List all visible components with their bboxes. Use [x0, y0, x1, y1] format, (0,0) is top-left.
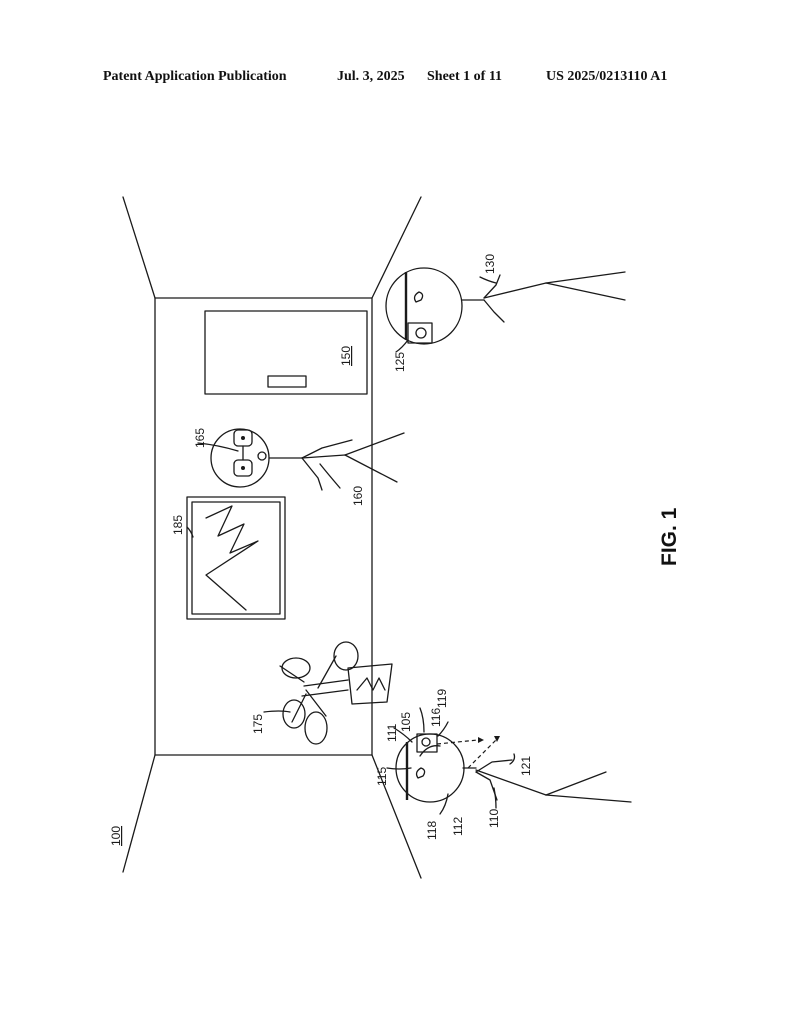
plant-pot — [347, 663, 393, 705]
plant-branches — [279, 655, 337, 723]
room-walls — [122, 196, 422, 879]
user-front-arm-2 — [475, 759, 513, 773]
pot-zigzag — [356, 677, 386, 691]
user-back-head — [385, 267, 463, 345]
label-150: 150 — [339, 346, 353, 366]
user-front-ear — [415, 767, 426, 779]
ceiling-edge-bottom — [122, 754, 156, 873]
leader-110 — [493, 787, 497, 809]
leader-115 — [386, 767, 412, 770]
user-front-sensor — [421, 737, 431, 747]
back-wall — [154, 297, 373, 756]
wall-picture — [186, 496, 286, 620]
ray-121 — [467, 739, 497, 769]
leader-125 — [395, 339, 409, 353]
plant-leaf-4 — [304, 711, 328, 745]
user-back — [385, 267, 626, 345]
user-back-ear — [413, 291, 424, 303]
device-125-lens — [415, 327, 427, 339]
user-back-torso — [483, 282, 547, 299]
header-publication: Patent Application Publication — [103, 69, 287, 84]
header-number: US 2025/0213110 A1 — [546, 69, 668, 84]
person-leg-1 — [344, 432, 405, 456]
header-sheet: Sheet 1 of 11 — [427, 69, 503, 84]
user-front-leg-1 — [545, 771, 607, 796]
leader-lines — [186, 276, 516, 815]
plant-leaf-3 — [282, 699, 306, 729]
leader-118 — [419, 745, 441, 757]
label-100: 100 — [109, 826, 123, 846]
device-125 — [407, 322, 433, 344]
user-front-eyewear — [416, 733, 438, 753]
picture-frame-inner — [191, 501, 281, 615]
door-handle — [267, 375, 307, 388]
door-panel — [204, 310, 368, 395]
eye-1 — [241, 436, 245, 440]
ceiling-edge-left — [122, 196, 156, 299]
ray-119-arrow — [478, 737, 484, 743]
plant-leaf-1 — [281, 657, 311, 679]
reference-labels: 100 150 165 160 185 175 115 111 105 116 … — [109, 254, 681, 846]
person-head — [210, 428, 270, 488]
leader-111 — [393, 727, 413, 743]
header-date: Jul. 3, 2025 — [337, 69, 405, 84]
leader-121 — [509, 753, 516, 765]
label-105: 105 — [399, 712, 413, 732]
label-130: 130 — [483, 254, 497, 274]
door — [204, 310, 368, 395]
leader-185 — [186, 526, 194, 538]
person — [210, 428, 405, 491]
plant — [279, 641, 393, 745]
picture-frame-outer — [186, 496, 286, 620]
floor-edge-top — [371, 196, 422, 299]
label-116: 116 — [429, 708, 443, 727]
label-160: 160 — [351, 486, 365, 506]
label-111: 111 — [385, 723, 399, 742]
user-front — [395, 733, 632, 803]
label-185: 185 — [171, 515, 185, 535]
label-119: 119 — [435, 689, 449, 708]
user-back-leg-2 — [545, 282, 626, 301]
user-front-torso — [475, 769, 547, 796]
user-back-leg-1 — [545, 271, 626, 284]
label-118: 118 — [425, 821, 439, 840]
person-arm-2 — [301, 457, 323, 491]
label-112: 112 — [451, 817, 465, 836]
eye-2 — [241, 466, 245, 470]
picture-mountains — [205, 505, 259, 611]
label-115: 115 — [375, 767, 389, 786]
person-torso — [301, 454, 346, 459]
label-175: 175 — [251, 714, 265, 734]
leader-175 — [263, 710, 291, 713]
plant-leaf-2 — [333, 641, 359, 671]
person-arm-1 — [301, 439, 353, 459]
figure-caption: FIG. 1 — [658, 507, 681, 566]
leader-112 — [439, 793, 449, 815]
user-back-arm-1 — [483, 274, 501, 299]
label-125: 125 — [393, 352, 407, 372]
label-165: 165 — [193, 428, 207, 448]
leader-105 — [419, 707, 425, 733]
person-mouth — [257, 451, 267, 461]
floor-edge-bottom — [371, 754, 422, 879]
leader-165 — [197, 442, 239, 452]
person-leg-2 — [344, 454, 398, 483]
user-front-leg-2 — [545, 794, 632, 803]
leader-130 — [479, 276, 497, 284]
label-121: 121 — [519, 756, 533, 776]
label-110: 110 — [487, 809, 501, 828]
user-back-arm-2 — [483, 299, 505, 323]
leader-160 — [319, 463, 341, 489]
ray-119 — [436, 739, 479, 745]
leader-116 — [437, 721, 449, 737]
ray-121-arrow — [494, 736, 500, 742]
